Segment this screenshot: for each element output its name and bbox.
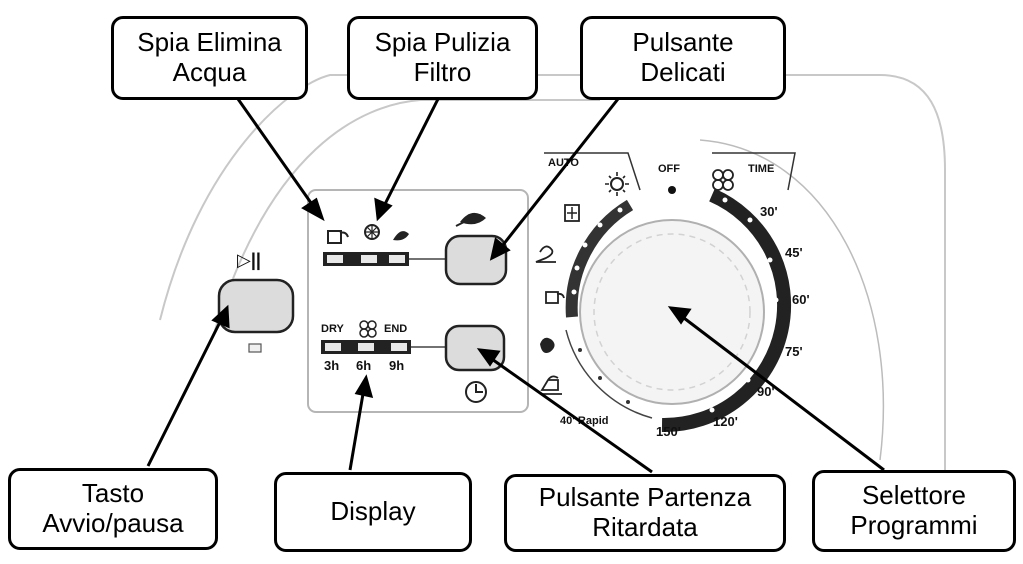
dial-off-label: OFF [658, 163, 680, 175]
callout-tasto-avvio-pausa: Tasto Avvio/pausa [8, 468, 218, 550]
fan-icon [712, 169, 734, 191]
filter-icon [364, 224, 380, 240]
sun-icon [605, 172, 629, 196]
leader-selettore [679, 313, 885, 472]
leader-tasto-avvio [146, 317, 224, 467]
callout-selettore-programmi: Selettore Programmi [812, 470, 1016, 552]
program-dial[interactable] [579, 219, 765, 405]
start-pause-button[interactable] [217, 278, 295, 334]
leader-lines [146, 98, 885, 474]
delay-start-button[interactable] [444, 324, 506, 372]
callout-pulsante-delicati: Pulsante Delicati [580, 16, 786, 100]
delay-9h-label: 9h [389, 358, 404, 373]
water-drain-icon [327, 230, 349, 244]
intensive-program-icon [564, 204, 580, 222]
appliance-outline [159, 74, 946, 470]
off-marker [668, 186, 676, 194]
auto-bracket [544, 152, 641, 191]
feather-small-icon [393, 231, 409, 241]
time-120-label: 120' [713, 414, 738, 429]
time-75-label: 75' [785, 344, 803, 359]
led-9h [391, 343, 407, 351]
dial-surround-curve [699, 139, 884, 461]
time-90-label: 90' [757, 384, 775, 399]
time-dots [709, 197, 779, 413]
dial-time-label: TIME [748, 163, 774, 175]
delay-6h-label: 6h [356, 358, 371, 373]
control-panel-box [307, 189, 529, 413]
hanger-program-icon [535, 245, 556, 263]
quick-wash-program-icon [540, 375, 562, 395]
leader-pulsante-delicati [497, 98, 620, 251]
leader-spia-elimina-acqua [236, 98, 318, 211]
start-pause-led [248, 343, 262, 353]
led-filter [361, 255, 377, 263]
time-30-label: 30' [760, 204, 778, 219]
time-bracket [712, 152, 796, 191]
leader-partenza-ritardata [488, 355, 653, 474]
delay-dry-label: DRY [321, 323, 344, 335]
program-dial-inner [593, 233, 751, 391]
delay-end-label: END [384, 323, 407, 335]
leader-spia-pulizia-filtro [381, 98, 440, 209]
leader-display [348, 387, 366, 471]
rapid-40-label: 40' Rapid [560, 415, 608, 427]
time-arc [661, 188, 792, 433]
delicate-button[interactable] [444, 234, 508, 286]
led-water-drain [327, 255, 343, 263]
callout-spia-pulizia-filtro: Spia Pulizia Filtro [347, 16, 538, 100]
clock-icon [465, 381, 487, 403]
time-150-label: 150' [656, 424, 681, 439]
callout-spia-elimina-acqua: Spia Elimina Acqua [111, 16, 308, 100]
led-3h [325, 343, 341, 351]
appliance-inner-curve [214, 99, 600, 331]
auto-arc [565, 199, 634, 318]
callout-display: Display [274, 472, 472, 552]
wool-program-icon [540, 337, 555, 353]
rapid-arc [565, 329, 653, 419]
rapid-dots [578, 348, 630, 404]
feather-icon [455, 212, 486, 227]
delay-3h-label: 3h [324, 358, 339, 373]
time-60-label: 60' [792, 292, 810, 307]
led-delicate [389, 255, 405, 263]
led-6h [358, 343, 374, 351]
callout-pulsante-partenza-ritardata: Pulsante Partenza Ritardata [504, 474, 786, 552]
play-pause-symbol: ▷|| [237, 250, 261, 270]
water-drain-program-icon [545, 291, 565, 304]
time-45-label: 45' [785, 245, 803, 260]
auto-dots [571, 207, 623, 295]
fan-small-icon [359, 320, 377, 338]
